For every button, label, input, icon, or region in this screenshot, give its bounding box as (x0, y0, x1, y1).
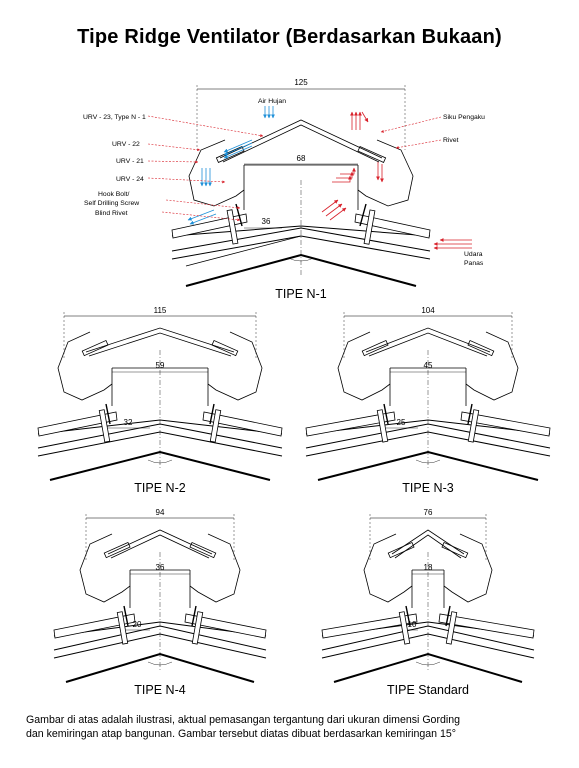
overall-dimension-value: 125 (294, 78, 308, 87)
hot-air-arrows (321, 111, 472, 250)
caption-n3: TIPE N-3 (402, 481, 453, 495)
overall-dimension-value: 115 (154, 306, 167, 315)
gap-dimension-value: 32 (124, 418, 133, 427)
flashing (53, 605, 267, 645)
label-blind-rivet: Blind Rivet (95, 210, 128, 217)
ventilator-cap (57, 327, 263, 406)
overall-dimension-value: 104 (421, 306, 435, 315)
flashing (171, 203, 431, 245)
part-labels: Air Hujan URV - 23, Type N - 1 URV - 22 … (83, 98, 485, 267)
opening-dimension-value: 45 (424, 361, 433, 370)
gap-dimension: 25 (386, 418, 418, 429)
label-urv24: URV - 24 (116, 176, 144, 183)
gap-dimension: 20 (126, 620, 150, 631)
caption-n2: TIPE N-2 (134, 481, 185, 495)
opening-dimension: 18 (412, 563, 444, 575)
opening-dimension: 59 (112, 361, 208, 373)
page-title: Tipe Ridge Ventilator (Berdasarkan Bukaa… (77, 26, 502, 48)
ventilator-cap (337, 327, 519, 406)
opening-dimension-value: 18 (424, 563, 433, 572)
label-panas: Panas (464, 260, 484, 267)
label-hook-bolt: Hook Bolt/ (98, 191, 129, 198)
gap-dimension-value: 25 (397, 418, 406, 427)
label-udara: Udara (464, 251, 483, 258)
gap-dimension: 10 (408, 620, 418, 631)
roof-sheet (305, 350, 551, 481)
flashing (305, 403, 551, 443)
label-urv22: URV - 22 (112, 141, 140, 148)
gap-dimension-value: 10 (408, 620, 417, 629)
leader-lines (147, 115, 442, 222)
label-rivet: Rivet (443, 137, 459, 144)
caption-n4: TIPE N-4 (134, 683, 185, 697)
caption-n1: TIPE N-1 (275, 287, 326, 301)
roof-sheet (37, 350, 283, 481)
opening-dimension-value: 68 (297, 154, 306, 163)
label-urv23: URV - 23, Type N - 1 (83, 114, 146, 121)
label-urv21: URV - 21 (116, 158, 144, 165)
ventilator-cap (363, 529, 493, 608)
rain-arrows (187, 106, 275, 225)
label-air-hujan: Air Hujan (258, 98, 286, 105)
overall-dimension: 125 (196, 78, 406, 150)
ventilator-cap (188, 119, 414, 210)
footnote-line-1: Gambar di atas adalah ilustrasi, aktual … (26, 714, 461, 726)
opening-dimension-value: 36 (156, 563, 165, 572)
roof-sheet (171, 180, 431, 287)
footnote-line-2: dan kemiringan atap bangunan. Gambar ter… (26, 728, 457, 740)
gap-dimension: 32 (108, 418, 150, 429)
label-siku-pengaku: Siku Pengaku (443, 114, 485, 121)
flashing (37, 403, 283, 443)
opening-dimension: 68 (244, 154, 358, 165)
label-self-drilling: Self Drilling Screw (84, 200, 139, 207)
caption-std: TIPE Standard (387, 683, 469, 697)
gap-dimension-value: 36 (262, 217, 271, 226)
gap-dimension: 36 (244, 217, 282, 229)
opening-dimension-value: 59 (156, 361, 165, 370)
overall-dimension-value: 76 (424, 508, 433, 517)
flashing (321, 605, 535, 645)
overall-dimension-value: 94 (156, 508, 165, 517)
gap-dimension-value: 20 (133, 620, 142, 629)
opening-dimension: 45 (390, 361, 466, 373)
opening-dimension: 36 (130, 563, 190, 575)
footnote: Gambar di atas adalah ilustrasi, aktual … (26, 713, 566, 741)
ventilator-cap (79, 529, 241, 608)
ventilator-type-n1: 125 68 (83, 78, 485, 301)
